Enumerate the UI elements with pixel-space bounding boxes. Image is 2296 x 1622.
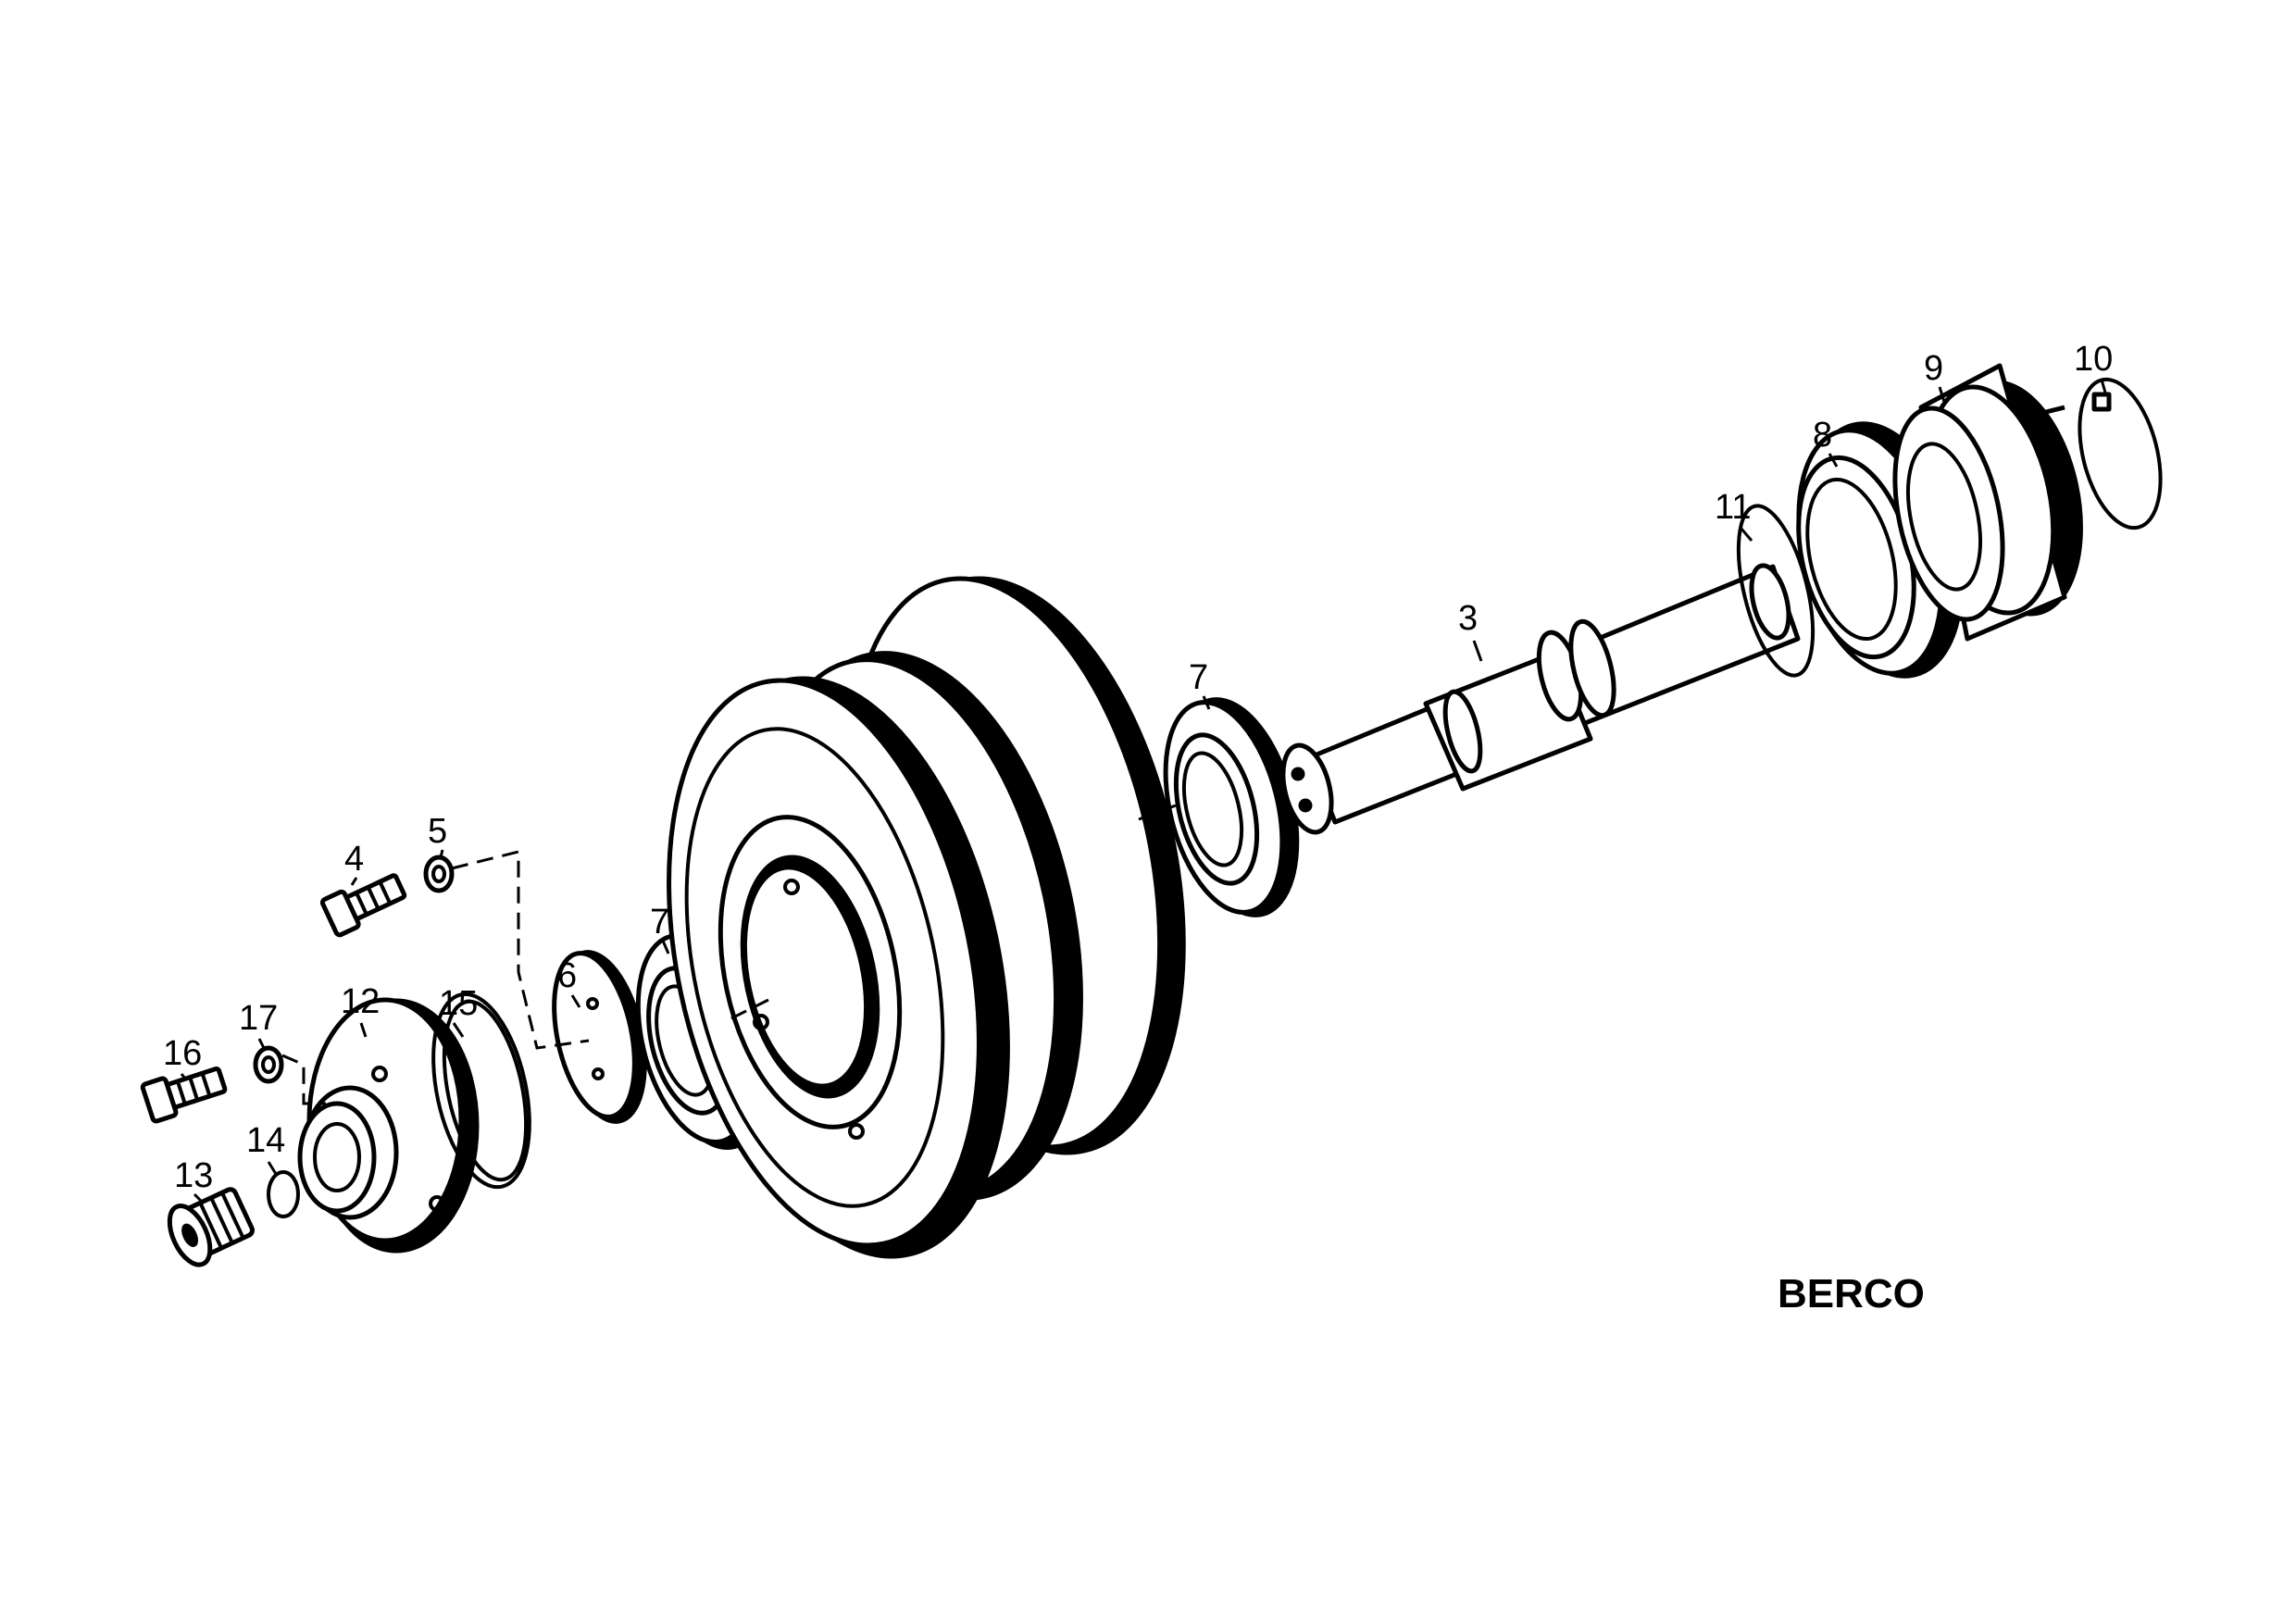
brand-label: BERCO (1778, 1271, 1925, 1316)
callout-7a: 7 (650, 903, 669, 942)
callout-6: 6 (557, 956, 577, 995)
part-13-plug (167, 1187, 256, 1267)
leader-7b-dash (1138, 804, 1177, 821)
leader-14 (267, 1161, 278, 1175)
callout-11: 11 (1715, 488, 1751, 527)
leader-9 (1938, 386, 1946, 403)
leader-17 (257, 1038, 267, 1051)
part-9-collar (1892, 363, 2083, 642)
part-5-washer (423, 855, 455, 893)
callout-3: 3 (1458, 599, 1478, 638)
callout-5: 5 (428, 812, 447, 851)
leader-5 (439, 849, 444, 858)
leader-3 (1472, 640, 1483, 662)
part-17-washer (253, 1045, 284, 1084)
callout-16: 16 (163, 1034, 202, 1073)
callout-12: 12 (341, 982, 380, 1021)
callout-9: 9 (1924, 349, 1943, 388)
leader-4 (350, 877, 358, 886)
leader-7a-dash (730, 998, 769, 1020)
leader-5-dash (451, 850, 590, 1050)
roller-body (667, 576, 1186, 1259)
callout-10: 10 (2074, 340, 2113, 379)
callout-15: 15 (439, 984, 478, 1023)
leader-7b (1202, 695, 1211, 710)
leader-10 (2100, 379, 2107, 393)
leader-17-dash (281, 1054, 326, 1105)
leader-15 (452, 1022, 465, 1038)
callout-7b: 7 (1189, 658, 1208, 697)
part-15-oring (431, 992, 531, 1190)
part-16-bolt (140, 1066, 228, 1124)
leader-16 (180, 1073, 187, 1079)
part-4-bolt (319, 873, 407, 938)
part-12-end-cap (297, 997, 480, 1254)
part-14-oring (267, 1170, 300, 1218)
callout-14: 14 (246, 1121, 285, 1160)
part-3-shaft (1280, 563, 1801, 835)
callout-8: 8 (1813, 416, 1832, 455)
part-6-shim-disc (552, 950, 647, 1124)
leader-6 (570, 994, 581, 1008)
callout-13: 13 (174, 1156, 213, 1195)
leader-13 (193, 1192, 206, 1205)
leader-7a (661, 940, 670, 954)
leader-8 (1828, 453, 1839, 468)
callout-4: 4 (344, 840, 364, 879)
leader-12 (359, 1022, 368, 1038)
callout-17: 17 (239, 999, 278, 1038)
part-7-bearing-right (1163, 697, 1300, 917)
leader-11 (1739, 527, 1753, 542)
